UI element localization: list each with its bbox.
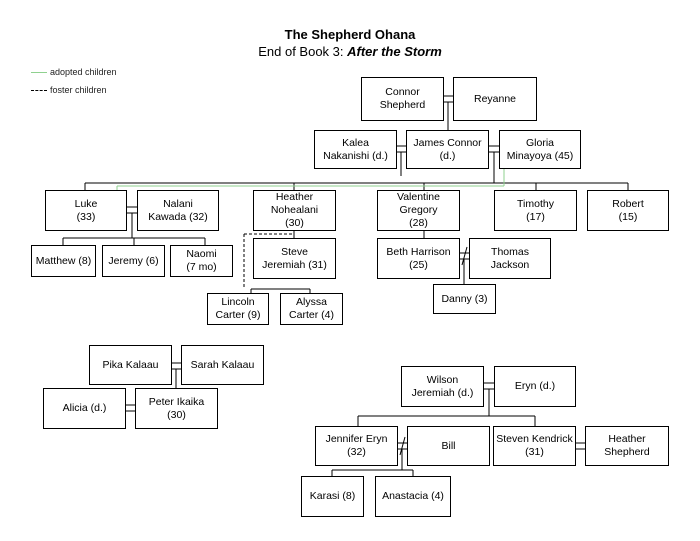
person-sarah-kalaau: Sarah Kalaau bbox=[181, 345, 264, 385]
person-luke: Luke (33) bbox=[45, 190, 127, 231]
chart-title: The Shepherd Ohana bbox=[284, 27, 416, 42]
person-alicia: Alicia (d.) bbox=[43, 388, 126, 429]
person-anastacia: Anastacia (4) bbox=[375, 476, 451, 517]
person-jeremy: Jeremy (6) bbox=[102, 245, 165, 277]
person-naomi: Naomi (7 mo) bbox=[170, 245, 233, 277]
person-thomas-jackson: Thomas Jackson bbox=[469, 238, 551, 279]
person-pika-kalaau: Pika Kalaau bbox=[89, 345, 172, 385]
person-reyanne: Reyanne bbox=[453, 77, 537, 121]
person-nalani-kawada: Nalani Kawada (32) bbox=[137, 190, 219, 231]
person-kalea-nakanishi: Kalea Nakanishi (d.) bbox=[314, 130, 397, 169]
person-peter-ikaika: Peter Ikaika (30) bbox=[135, 388, 218, 429]
chart-subtitle: End of Book 3: After the Storm bbox=[0, 44, 700, 59]
person-james-connor: James Connor (d.) bbox=[406, 130, 489, 169]
person-bill: Bill bbox=[407, 426, 490, 466]
person-danny: Danny (3) bbox=[433, 284, 496, 314]
legend-foster: foster children bbox=[31, 85, 107, 95]
foster-line-swatch bbox=[31, 90, 47, 92]
person-heather-nohealani: Heather Nohealani (30) bbox=[253, 190, 336, 231]
person-wilson-jeremiah: Wilson Jeremiah (d.) bbox=[401, 366, 484, 407]
person-eryn: Eryn (d.) bbox=[494, 366, 576, 407]
legend-adopted-label: adopted children bbox=[50, 67, 117, 77]
person-beth-harrison: Beth Harrison (25) bbox=[377, 238, 460, 279]
person-robert: Robert (15) bbox=[587, 190, 669, 231]
person-steven-kendrick: Steven Kendrick (31) bbox=[493, 426, 576, 466]
person-gloria-minayoya: Gloria Minayoya (45) bbox=[499, 130, 581, 169]
person-alyssa-carter: Alyssa Carter (4) bbox=[280, 293, 343, 325]
person-heather-shepherd: Heather Shepherd bbox=[585, 426, 669, 466]
subtitle-prefix: End of Book 3: bbox=[258, 44, 348, 59]
adopted-line-swatch bbox=[31, 72, 47, 74]
person-karasi: Karasi (8) bbox=[301, 476, 364, 517]
person-matthew: Matthew (8) bbox=[31, 245, 96, 277]
person-timothy: Timothy (17) bbox=[494, 190, 577, 231]
subtitle-book: After the Storm bbox=[347, 44, 442, 59]
person-steve-jeremiah: Steve Jeremiah (31) bbox=[253, 238, 336, 279]
person-connor-shepherd: Connor Shepherd bbox=[361, 77, 444, 121]
person-lincoln-carter: Lincoln Carter (9) bbox=[207, 293, 269, 325]
legend-adopted: adopted children bbox=[31, 67, 117, 77]
person-valentine-gregory: Valentine Gregory (28) bbox=[377, 190, 460, 231]
legend-foster-label: foster children bbox=[50, 85, 107, 95]
person-jennifer-eryn: Jennifer Eryn (32) bbox=[315, 426, 398, 466]
